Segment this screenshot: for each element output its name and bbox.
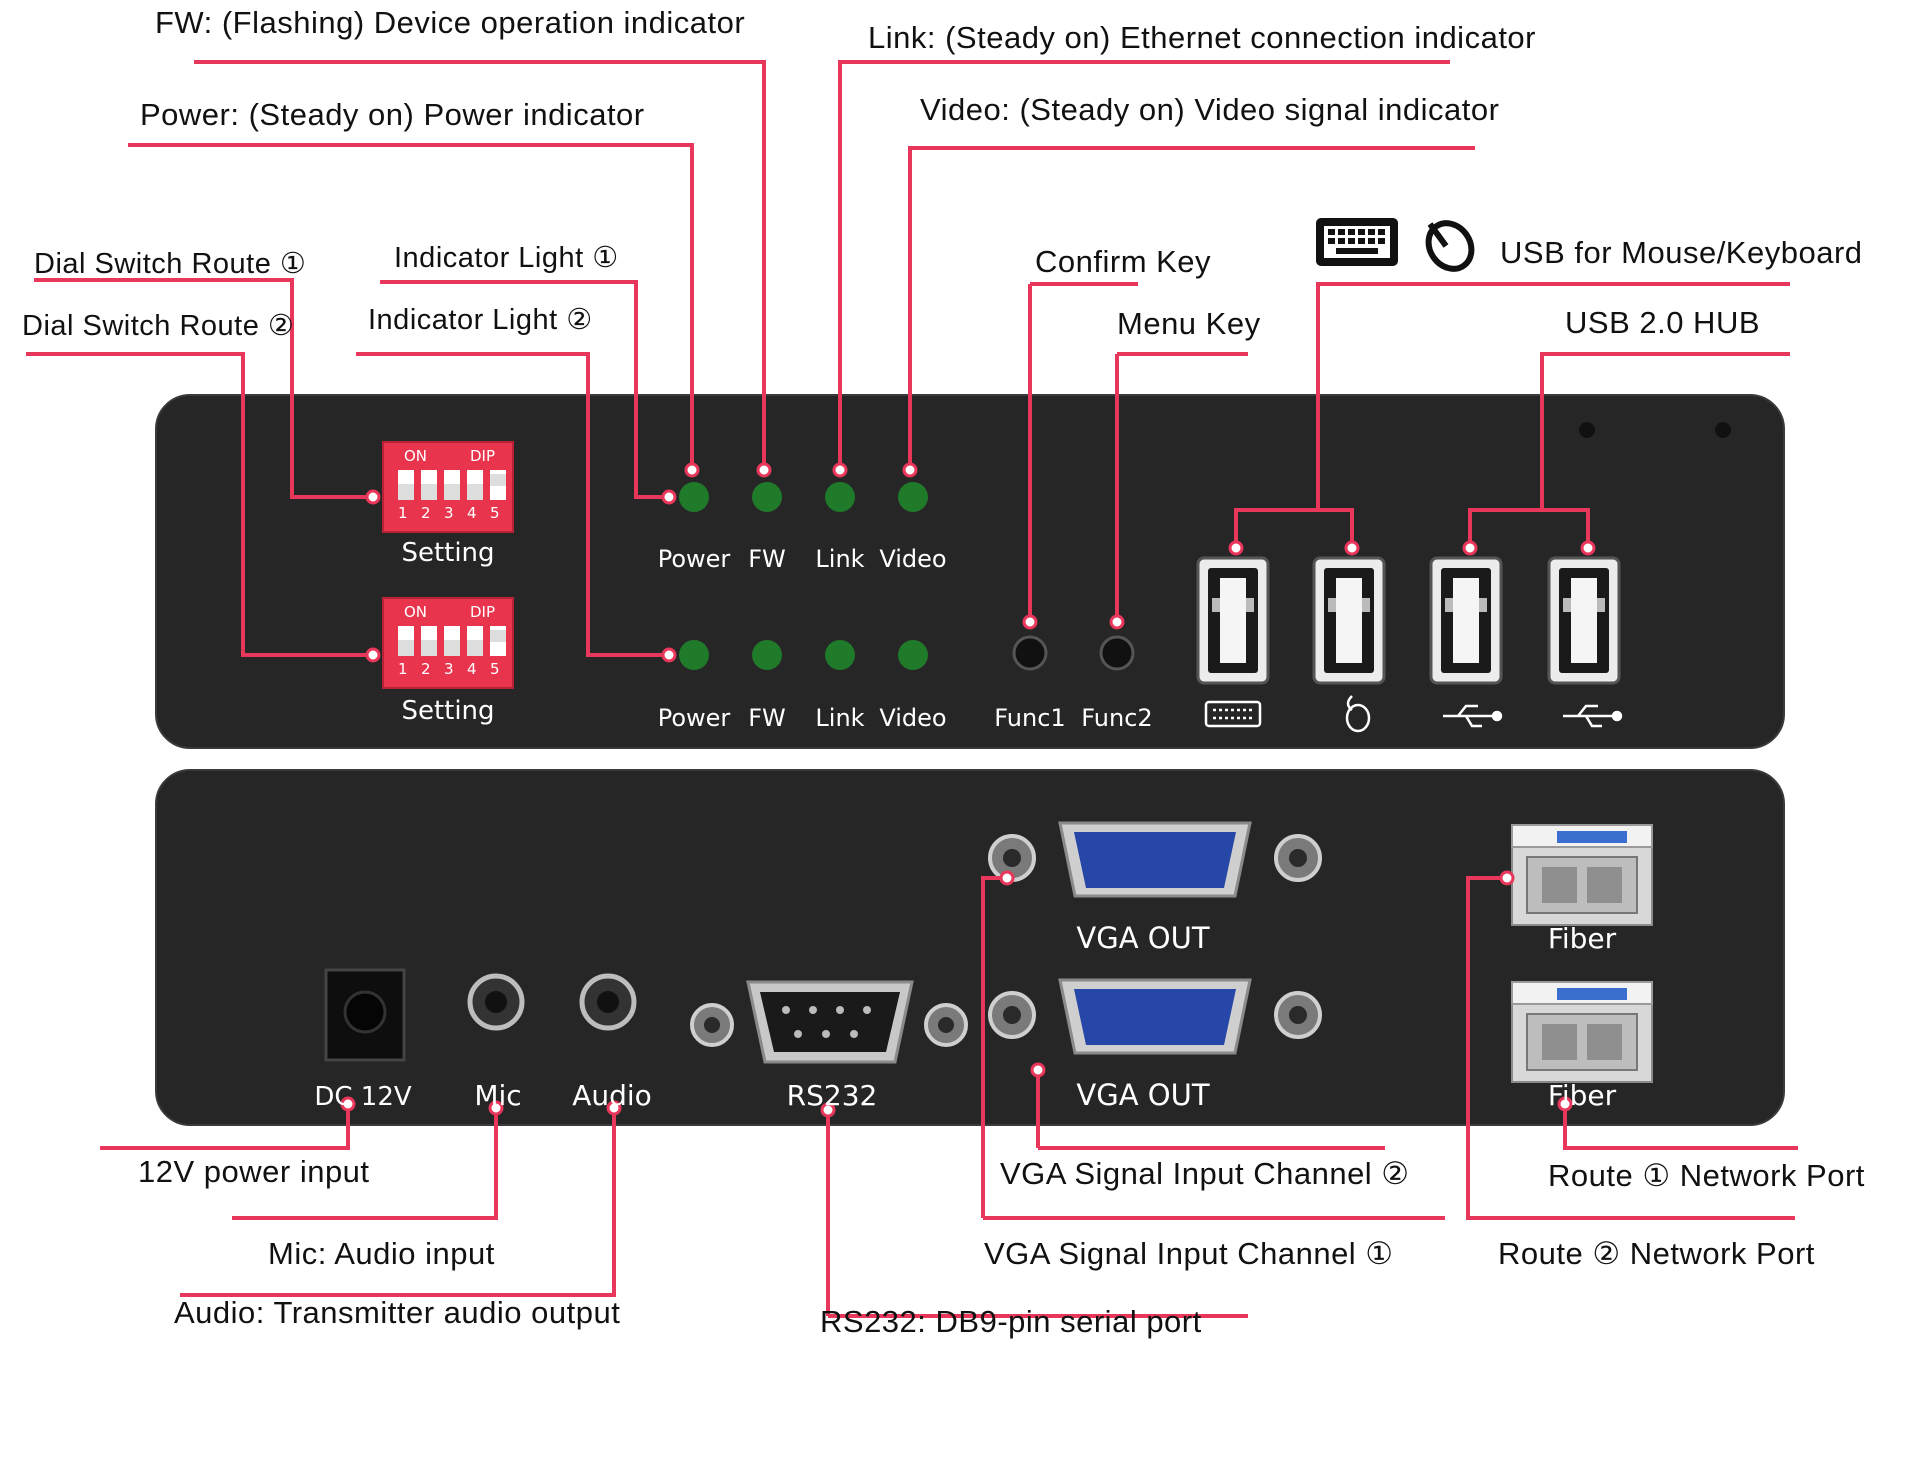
led-label-video: Video [879,704,946,732]
callout-confirm-key: Confirm Key [1035,246,1211,277]
callout-audio: Audio: Transmitter audio output [174,1297,620,1328]
keyboard-icon [1316,218,1398,266]
mic-label: Mic [474,1079,521,1112]
led-label-video: Video [879,545,946,573]
func1-button [1014,637,1046,669]
dip-on-label: ON [404,603,427,621]
dip-number: 1 [398,660,408,678]
callout-route-2-network: Route ② Network Port [1498,1238,1815,1269]
dc-label: DC 12V [314,1082,412,1112]
led-label-link: Link [815,704,864,732]
callout-mic: Mic: Audio input [268,1238,495,1269]
vga-out-label: VGA OUT [1076,921,1209,955]
callout-indicator-2: Indicator Light ② [368,306,593,335]
fiber-label: Fiber [1548,1079,1617,1112]
callout-menu-key: Menu Key [1117,308,1261,339]
callout-fw: FW: (Flashing) Device operation indicato… [155,7,745,38]
callout-power: Power: (Steady on) Power indicator [140,99,645,130]
mic-jack [470,976,522,1028]
callout-indicator-1: Indicator Light ① [394,244,619,273]
func1-label: Func1 [994,704,1065,732]
callout-vga-input-1: VGA Signal Input Channel ① [984,1238,1394,1269]
func2-label: Func2 [1081,704,1152,732]
callout-usb-hub: USB 2.0 HUB [1565,307,1760,338]
dip-dip-label: DIP [470,603,495,621]
mouse-icon [1420,215,1480,277]
audio-label: Audio [572,1079,652,1112]
led-label-link: Link [815,545,864,573]
setting-label: Setting [401,696,494,726]
dip-on-label: ON [404,447,427,465]
callout-dial-switch-1: Dial Switch Route ① [34,250,306,279]
callout-video: Video: (Steady on) Video signal indicato… [920,94,1499,125]
dip-number: 3 [444,504,454,522]
callout-usb-mouse-keyboard: USB for Mouse/Keyboard [1500,237,1863,268]
dip-number: 2 [421,660,431,678]
led-label-fw: FW [748,545,786,573]
led-label-power: Power [658,545,731,573]
led-label-fw: FW [748,704,786,732]
dip-number: 2 [421,504,431,522]
callout-rs232: RS232: DB9-pin serial port [820,1306,1202,1337]
callout-vga-input-2: VGA Signal Input Channel ② [1000,1158,1410,1189]
dip-number: 4 [467,504,477,522]
led-label-power: Power [658,704,731,732]
dip-number: 3 [444,660,454,678]
dip-number: 1 [398,504,408,522]
rs232-label: RS232 [787,1079,878,1112]
callout-12v-power: 12V power input [138,1156,370,1187]
vga-out-label: VGA OUT [1076,1078,1209,1112]
dip-number: 5 [490,504,500,522]
dip-number: 5 [490,660,500,678]
dip-number: 4 [467,660,477,678]
dc-jack [326,970,404,1060]
func2-button [1101,637,1133,669]
dip-dip-label: DIP [470,447,495,465]
audio-jack [582,976,634,1028]
callout-dial-switch-2: Dial Switch Route ② [22,312,294,341]
fiber-label: Fiber [1548,922,1617,955]
setting-label: Setting [401,538,494,568]
callout-link: Link: (Steady on) Ethernet connection in… [868,22,1536,53]
callout-route-1-network: Route ① Network Port [1548,1160,1865,1191]
